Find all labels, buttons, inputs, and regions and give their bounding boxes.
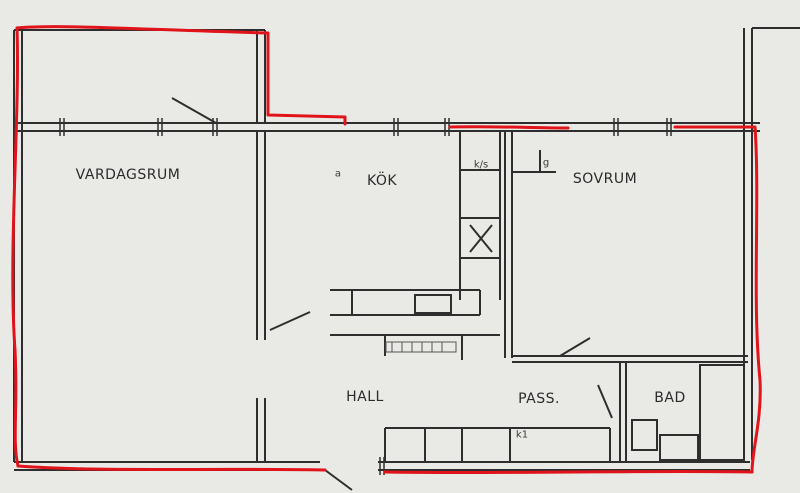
- mark-ks: k/s: [473, 159, 489, 171]
- room-label-pass: PASS.: [518, 391, 560, 407]
- mark-g: g: [542, 157, 550, 169]
- mark-k1: k1: [515, 429, 529, 441]
- mark-a: a: [334, 168, 342, 180]
- room-label-vardagsrum: VARDAGSRUM: [75, 167, 181, 183]
- room-label-sovrum: SOVRUM: [572, 171, 638, 187]
- room-label-hall: HALL: [346, 389, 384, 405]
- walls: [13, 27, 800, 491]
- room-label-bad: BAD: [654, 390, 686, 406]
- hatch-marks: [385, 341, 457, 353]
- room-label-kok: KÖK: [366, 173, 398, 189]
- red-outline: [11, 25, 762, 475]
